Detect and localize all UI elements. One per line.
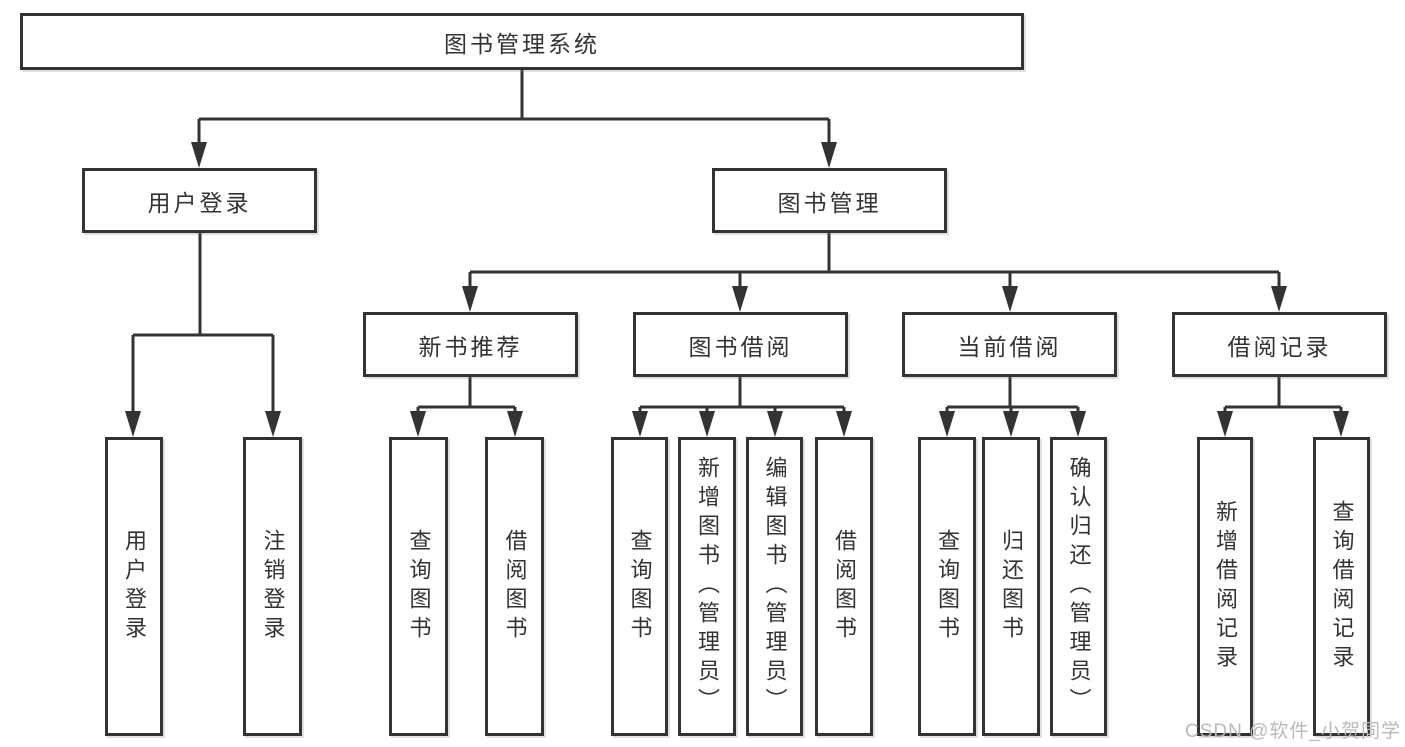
- leaf-return-book: 归还图书: [982, 437, 1040, 736]
- leaf-edit-book-admin: 编辑图书（管理员）: [746, 437, 803, 736]
- leaf-query-borrow-record: 查询借阅记录: [1313, 437, 1370, 736]
- leaf-confirm-return-admin: 确认归还（管理员）: [1050, 437, 1107, 736]
- csdn-watermark: CSDN @软件_小贺同学: [1185, 721, 1401, 742]
- leaf-current-query-book: 查询图书: [918, 437, 976, 736]
- leaf-user-login: 用户登录: [105, 437, 163, 736]
- node-root: 图书管理系统: [20, 13, 1024, 70]
- leaf-newbook-borrow-book: 借阅图书: [485, 437, 544, 736]
- node-user-login: 用户登录: [82, 168, 317, 233]
- leaf-add-book-admin: 新增图书（管理员）: [678, 437, 736, 736]
- leaf-add-borrow-record: 新增借阅记录: [1197, 437, 1253, 736]
- node-book-borrow: 图书借阅: [633, 312, 848, 377]
- leaf-newbook-query-book: 查询图书: [389, 437, 448, 736]
- leaf-logout: 注销登录: [243, 437, 302, 736]
- leaf-borrow-book: 借阅图书: [815, 437, 873, 736]
- leaf-borrow-query-book: 查询图书: [611, 437, 668, 736]
- node-new-book-recommend: 新书推荐: [363, 312, 578, 377]
- node-borrow-record: 借阅记录: [1172, 312, 1387, 377]
- node-book-management: 图书管理: [712, 168, 947, 233]
- node-current-borrow: 当前借阅: [902, 312, 1117, 377]
